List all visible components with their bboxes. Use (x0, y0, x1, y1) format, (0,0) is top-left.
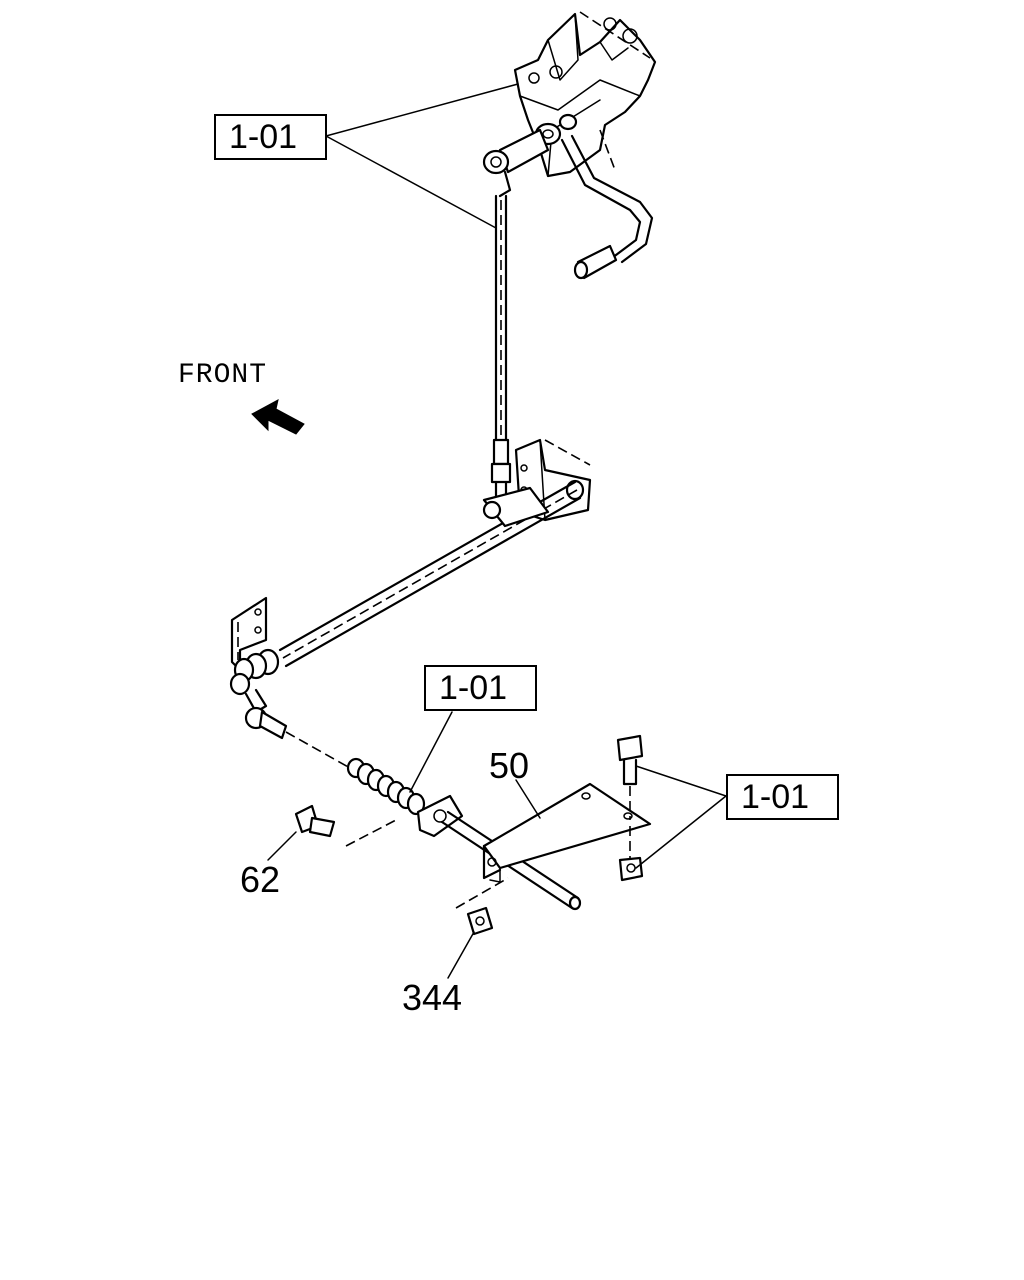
bolt-right (616, 734, 644, 858)
callout-right-label: 1-01 (741, 778, 809, 816)
nut-right (618, 856, 644, 882)
cross-shaft (278, 480, 582, 668)
callout-right[interactable]: 1-01 (726, 774, 839, 820)
lower-lever (244, 688, 351, 769)
pedal-arm (560, 134, 654, 280)
callout-top-label: 1-01 (229, 118, 297, 156)
clevis-upper (482, 128, 550, 198)
callout-middle[interactable]: 1-01 (424, 665, 537, 711)
callout-top[interactable]: 1-01 (214, 114, 327, 160)
leader-lines (267, 83, 727, 979)
callout-middle-label: 1-01 (439, 669, 507, 707)
bracket-50 (482, 782, 652, 883)
front-indicator: FRONT (178, 360, 305, 435)
pedal-assembly (513, 11, 657, 178)
arrow-front-icon (251, 399, 305, 435)
front-label: FRONT (178, 360, 267, 391)
part-number-62[interactable]: 62 (240, 859, 280, 900)
bolt-62 (294, 804, 397, 847)
part-number-50[interactable]: 50 (489, 745, 529, 786)
part-number-344[interactable]: 344 (402, 977, 462, 1018)
cross-shaft-bracket-left (229, 596, 280, 696)
vertical-rod (490, 194, 512, 502)
nut-344 (455, 877, 509, 936)
clutch-cable (346, 757, 582, 911)
